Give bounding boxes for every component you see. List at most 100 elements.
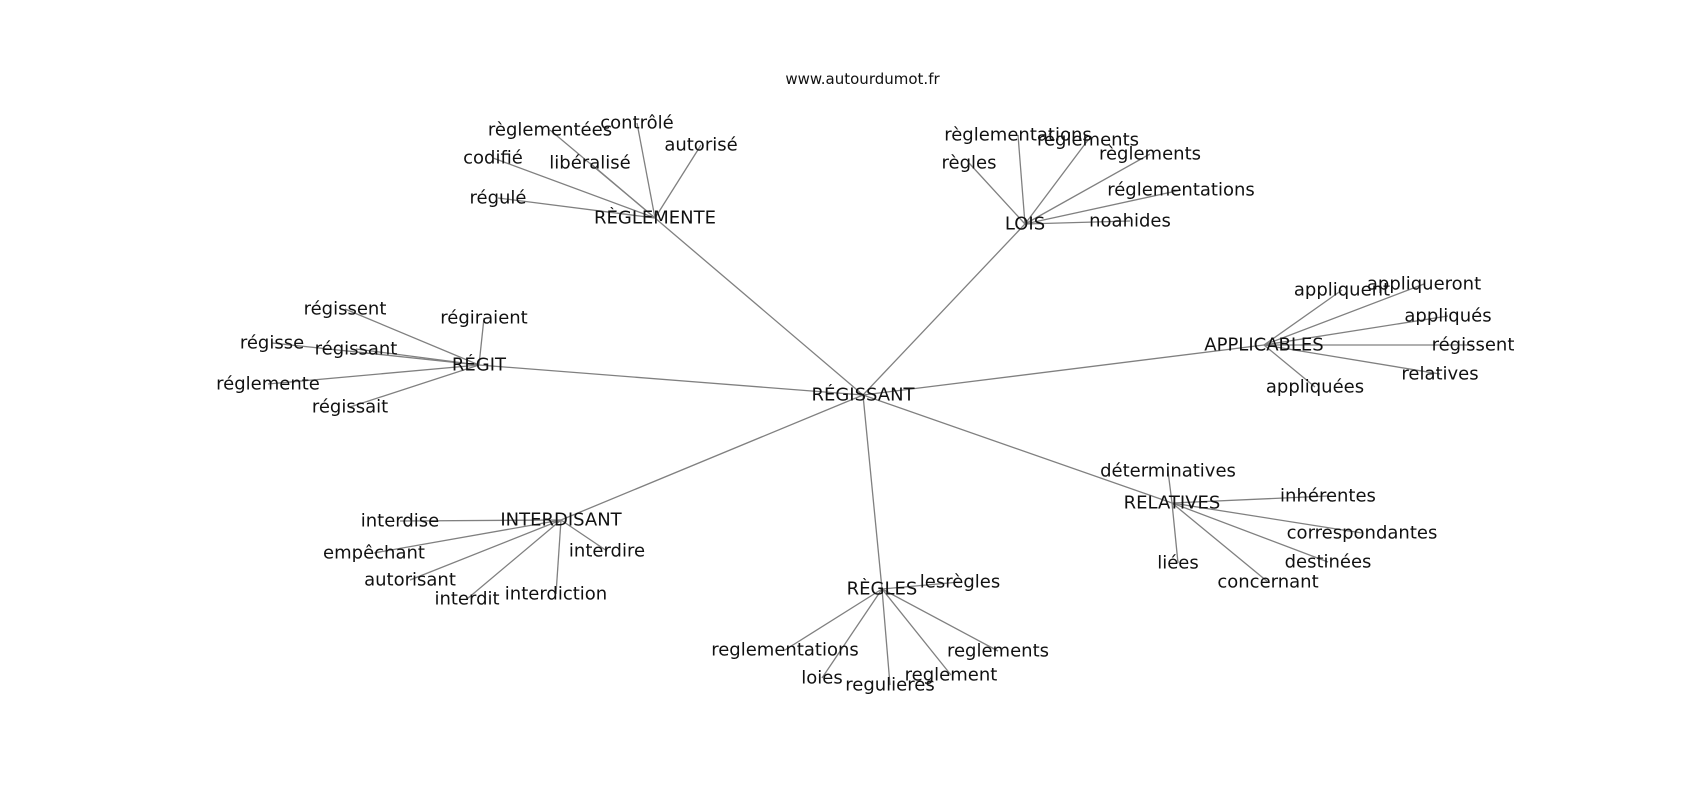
edge-regit-1	[478, 317, 485, 366]
edge-regles-2	[881, 588, 999, 652]
leaf-node-regit-0[interactable]: régissent	[304, 299, 387, 320]
leaf-node-interdisant-2[interactable]: interdire	[569, 541, 645, 562]
leaf-node-regit-3[interactable]: régissant	[315, 339, 398, 360]
leaf-node-reglemente-2[interactable]: autorisé	[664, 135, 737, 156]
edge-lois-0	[1017, 134, 1026, 225]
edge-applicables-2	[1263, 315, 1449, 346]
leaf-node-lois-2[interactable]: règles	[942, 153, 997, 174]
edge-regit-0	[344, 308, 480, 366]
leaf-node-regit-5[interactable]: régissait	[312, 397, 388, 418]
edge-regit-4	[267, 364, 480, 385]
edge-interdisant-4	[466, 519, 562, 600]
edge-regles-1	[784, 588, 883, 651]
hub-node-relatives[interactable]: RELATIVES	[1124, 493, 1221, 514]
leaf-node-applicables-2[interactable]: appliqués	[1404, 306, 1491, 327]
leaf-node-relatives-4[interactable]: liées	[1157, 553, 1199, 574]
edge-reglemente-1	[636, 122, 656, 219]
leaf-node-applicables-4[interactable]: relatives	[1401, 364, 1478, 385]
leaf-node-lois-3[interactable]: règlements	[1099, 144, 1201, 165]
leaf-node-interdisant-5[interactable]: interdiction	[505, 584, 607, 605]
edge-reglemente-2	[654, 144, 702, 219]
leaf-node-applicables-5[interactable]: appliquées	[1266, 377, 1364, 398]
leaf-node-lois-1[interactable]: réglements	[1037, 130, 1139, 151]
hub-node-applicables[interactable]: APPLICABLES	[1204, 335, 1323, 356]
edge-reglemente-5	[497, 197, 656, 219]
edge-applicables-5	[1263, 344, 1316, 388]
edge-lois-4	[1024, 189, 1182, 225]
edge-applicables-4	[1263, 344, 1441, 375]
leaf-node-regit-1[interactable]: régiraient	[440, 308, 527, 329]
leaf-node-regles-1[interactable]: reglementations	[711, 640, 859, 661]
hub-node-interdisant[interactable]: INTERDISANT	[500, 510, 622, 531]
leaf-node-relatives-1[interactable]: inhérentes	[1280, 486, 1376, 507]
edge-lois-2	[968, 162, 1026, 225]
edge-relatives-3	[1171, 502, 1329, 563]
leaf-node-lois-0[interactable]: règlementations	[944, 125, 1092, 146]
center-node[interactable]: RÉGISSANT	[811, 384, 915, 406]
edge-center-regit	[478, 364, 864, 396]
leaf-node-applicables-0[interactable]: appliquent	[1294, 280, 1390, 301]
leaf-node-relatives-5[interactable]: concernant	[1217, 572, 1318, 593]
hub-node-regit[interactable]: RÉGIT	[452, 354, 507, 376]
edge-relatives-0	[1167, 470, 1173, 504]
leaf-node-applicables-1[interactable]: appliqueront	[1367, 274, 1481, 295]
leaf-node-regles-2[interactable]: reglements	[947, 641, 1049, 662]
edge-regit-2	[271, 342, 480, 366]
edge-interdisant-0	[399, 519, 562, 522]
leaf-node-interdisant-4[interactable]: interdit	[434, 589, 499, 610]
leaf-node-relatives-0[interactable]: déterminatives	[1100, 461, 1236, 482]
leaf-node-regit-2[interactable]: régisse	[240, 333, 304, 354]
edge-lois-3	[1024, 153, 1151, 225]
leaf-node-regles-3[interactable]: reglement	[905, 665, 998, 686]
graph-labels: RÉGISSANTRÈGLEMENTErèglementéescontrôléa…	[216, 113, 1514, 696]
edge-relatives-5	[1171, 502, 1269, 583]
edge-center-applicables	[862, 344, 1265, 396]
edge-relatives-4	[1171, 502, 1179, 564]
leaf-node-interdisant-1[interactable]: empêchant	[323, 543, 425, 564]
graph-edges	[267, 122, 1473, 686]
leaf-node-regles-0[interactable]: lesrègles	[920, 572, 1000, 593]
edge-center-regles	[862, 394, 883, 590]
edge-relatives-2	[1171, 502, 1363, 534]
edge-relatives-1	[1171, 495, 1329, 504]
edge-lois-5	[1024, 220, 1131, 225]
site-url: www.autourdumot.fr	[785, 70, 940, 88]
leaf-node-regit-4[interactable]: réglemente	[216, 374, 320, 395]
edge-center-relatives	[862, 394, 1173, 504]
edge-interdisant-3	[409, 519, 562, 581]
leaf-node-reglemente-1[interactable]: contrôlé	[600, 113, 673, 134]
leaf-node-regles-4[interactable]: loies	[801, 668, 842, 689]
leaf-node-relatives-2[interactable]: correspondantes	[1287, 523, 1438, 544]
edge-interdisant-2	[560, 519, 608, 552]
hub-node-regles[interactable]: RÈGLES	[847, 578, 918, 600]
leaf-node-reglemente-4[interactable]: libéralisé	[549, 153, 630, 174]
leaf-node-lois-5[interactable]: noahides	[1089, 211, 1171, 232]
edge-lois-1	[1024, 139, 1089, 225]
edge-reglemente-4	[589, 162, 656, 219]
edge-applicables-1	[1263, 283, 1425, 346]
edge-center-reglemente	[654, 217, 864, 396]
edge-reglemente-3	[492, 157, 656, 219]
leaf-node-reglemente-5[interactable]: régulé	[470, 188, 527, 209]
edge-center-lois	[862, 223, 1026, 396]
edge-regles-3	[881, 588, 952, 676]
edge-regles-0	[881, 581, 961, 590]
edge-interdisant-5	[555, 519, 562, 595]
leaf-node-lois-4[interactable]: réglementations	[1107, 180, 1255, 201]
leaf-node-regles-5[interactable]: regulieres	[845, 675, 934, 696]
leaf-node-relatives-3[interactable]: destinées	[1285, 552, 1372, 573]
edge-regles-5	[881, 588, 891, 686]
edge-regles-4	[821, 588, 883, 679]
leaf-node-interdisant-0[interactable]: interdise	[361, 511, 440, 532]
leaf-node-reglemente-3[interactable]: codifié	[463, 148, 523, 169]
edge-center-interdisant	[560, 394, 864, 521]
hub-node-lois[interactable]: LOIS	[1005, 214, 1045, 235]
leaf-node-applicables-3[interactable]: régissent	[1432, 335, 1515, 356]
edge-applicables-0	[1263, 289, 1343, 346]
leaf-node-interdisant-3[interactable]: autorisant	[364, 570, 456, 591]
edge-regit-5	[349, 364, 480, 408]
leaf-node-reglemente-0[interactable]: règlementées	[488, 120, 612, 141]
hub-node-reglemente[interactable]: RÈGLEMENTE	[594, 207, 716, 229]
edge-regit-3	[355, 348, 480, 366]
